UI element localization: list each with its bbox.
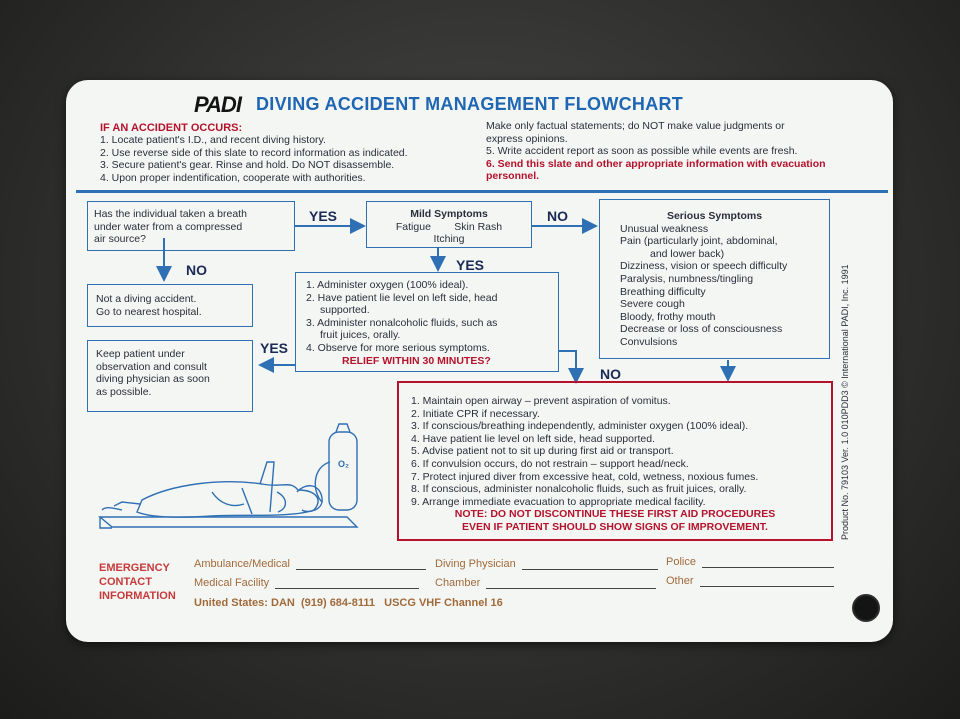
field-chamber-label: Chamber <box>435 577 481 589</box>
field-physician-label: Diving Physician <box>435 558 516 570</box>
field-police-label: Police <box>666 556 696 568</box>
first-aid-step: 6. If convulsion occurs, do not restrain… <box>411 457 689 470</box>
relief-question: RELIEF WITHIN 30 MINUTES? <box>342 354 491 367</box>
note-line: 5. Write accident report as soon as poss… <box>486 145 798 158</box>
emergency-heading: EMERGENCY CONTACT INFORMATION <box>99 561 176 603</box>
yes-label-3: YES <box>260 340 289 356</box>
first-aid-note: NOTE: DO NOT DISCONTINUE THESE FIRST AID… <box>454 508 776 521</box>
header-divider <box>76 190 888 193</box>
first-aid-step: 9. Arrange immediate evacuation to appro… <box>411 495 706 508</box>
mild-line: Itching <box>433 233 465 246</box>
accident-steps: 1. Locate patient's I.D., and recent div… <box>100 134 408 184</box>
yes-label-2: YES <box>456 257 485 273</box>
oxygen-tank-label: O₂ <box>338 459 349 469</box>
first-aid-step: 3. If conscious/breathing independently,… <box>411 420 749 433</box>
field-ambulance-label: Ambulance/Medical <box>194 558 290 570</box>
keep-line: Keep patient under <box>96 348 185 360</box>
note-line: express opinions. <box>486 132 568 145</box>
page-title: DIVING ACCIDENT MANAGEMENT FLOWCHART <box>256 94 684 114</box>
serious-item: Convulsions <box>620 335 678 348</box>
oxygen-step: 4. Observe for more serious symptoms. <box>306 341 490 354</box>
accident-step: 4. Upon proper indentification, cooperat… <box>100 171 366 184</box>
note-line-important: personnel. <box>486 170 540 183</box>
no-label-1: NO <box>547 208 568 224</box>
mild-line: Fatigue Skin Rash <box>395 220 503 233</box>
flowchart-slate: PADI DIVING ACCIDENT MANAGEMENT FLOWCHAR… <box>66 80 893 642</box>
product-info-vertical: Product No. 79103 Ver. 1.0 010PDD3 © Int… <box>840 264 850 540</box>
field-chamber[interactable]: Chamber <box>435 577 657 589</box>
first-aid-step: 7. Protect injured diver from excessive … <box>411 470 759 483</box>
serious-item: Pain (particularly joint, abdominal, <box>620 235 778 248</box>
field-other[interactable]: Other <box>666 575 834 587</box>
serious-item: and lower back) <box>650 247 725 260</box>
mild-heading: Mild Symptoms <box>410 208 488 220</box>
first-aid-step: 1. Maintain open airway – prevent aspira… <box>411 395 671 407</box>
note-line: Make only factual statements; do NOT mak… <box>486 120 785 132</box>
field-other-label: Other <box>666 575 694 587</box>
field-physician[interactable]: Diving Physician <box>435 558 658 570</box>
serious-heading: Serious Symptoms <box>666 210 763 222</box>
no-label-3: NO <box>600 366 621 382</box>
first-aid-step: 5. Advise patient not to sit up during f… <box>411 445 674 458</box>
serious-item: Bloody, frothy mouth <box>620 310 716 323</box>
not-diving-line: Go to nearest hospital. <box>96 305 202 318</box>
accident-step: 1. Locate patient's I.D., and recent div… <box>100 134 326 146</box>
serious-item: Severe cough <box>620 298 685 311</box>
oxygen-tank-icon <box>328 431 358 511</box>
no-label-2: NO <box>186 262 207 278</box>
first-aid-box: 1. Maintain open airway – prevent aspira… <box>397 381 833 541</box>
not-diving-box: Not a diving accident. Go to nearest hos… <box>87 284 253 327</box>
oxygen-steps-box: 1. Administer oxygen (100% ideal). 2. Ha… <box>295 272 559 372</box>
oxygen-step: 1. Administer oxygen (100% ideal). <box>306 279 469 291</box>
accident-step: 2. Use reverse side of this slate to rec… <box>100 146 408 159</box>
emergency-heading-line: CONTACT <box>99 576 152 588</box>
first-aid-step: 2. Initiate CPR if necessary. <box>411 407 540 420</box>
question-line: air source? <box>94 233 146 246</box>
oxygen-step: 2. Have patient lie level on left side, … <box>306 291 498 304</box>
note-line-important: 6. Send this slate and other appropriate… <box>486 157 826 170</box>
serious-item: Paralysis, numbness/tingling <box>620 272 754 285</box>
emergency-heading-line: EMERGENCY <box>99 562 170 574</box>
field-police[interactable]: Police <box>666 556 834 568</box>
first-aid-note: EVEN IF PATIENT SHOULD SHOW SIGNS OF IMP… <box>462 520 768 533</box>
keep-line: diving physician as soon <box>96 373 210 386</box>
keep-line: observation and consult <box>96 360 207 373</box>
serious-symptoms-box: Serious Symptoms Unusual weakness Pain (… <box>599 199 830 359</box>
not-diving-line: Not a diving accident. <box>96 293 197 305</box>
field-facility-label: Medical Facility <box>194 577 270 589</box>
serious-item: Decrease or loss of consciousness <box>620 323 783 336</box>
serious-item: Dizziness, vision or speech difficulty <box>620 260 788 273</box>
field-facility[interactable]: Medical Facility <box>194 577 420 589</box>
question-line: under water from a compressed <box>94 220 243 233</box>
question-line: Has the individual taken a breath <box>94 208 247 220</box>
first-aid-step: 8. If conscious, administer nonalcoholic… <box>411 483 747 496</box>
oxygen-step: supported. <box>320 304 370 317</box>
flow-connectors <box>156 218 736 384</box>
yes-label-1: YES <box>309 208 338 224</box>
padi-logo: PADI <box>194 92 242 117</box>
oxygen-step: fruit juices, orally. <box>320 329 401 342</box>
field-ambulance[interactable]: Ambulance/Medical <box>194 558 426 570</box>
mild-symptoms-box: Mild Symptoms Fatigue Skin Rash Itching <box>366 201 532 248</box>
accident-step: 3. Secure patient's gear. Rinse and hold… <box>100 159 395 172</box>
first-aid-step: 4. Have patient lie level on left side, … <box>411 432 655 445</box>
emergency-heading-line: INFORMATION <box>99 590 176 602</box>
lanyard-hole <box>852 594 880 622</box>
oxygen-step: 3. Administer nonalcoholic fluids, such … <box>306 316 498 329</box>
recovery-position-illustration: O₂ <box>98 423 359 529</box>
keep-observation-box: Keep patient under observation and consu… <box>87 340 253 412</box>
accident-heading: IF AN ACCIDENT OCCURS: <box>100 122 243 134</box>
emergency-hotline: United States: DAN (919) 684-8111 USCG V… <box>194 597 503 609</box>
accident-notes: Make only factual statements; do NOT mak… <box>486 120 826 183</box>
serious-item: Breathing difficulty <box>620 285 706 298</box>
serious-item: Unusual weakness <box>620 222 709 235</box>
keep-line: as possible. <box>96 385 152 398</box>
question-box: Has the individual taken a breath under … <box>87 201 295 251</box>
